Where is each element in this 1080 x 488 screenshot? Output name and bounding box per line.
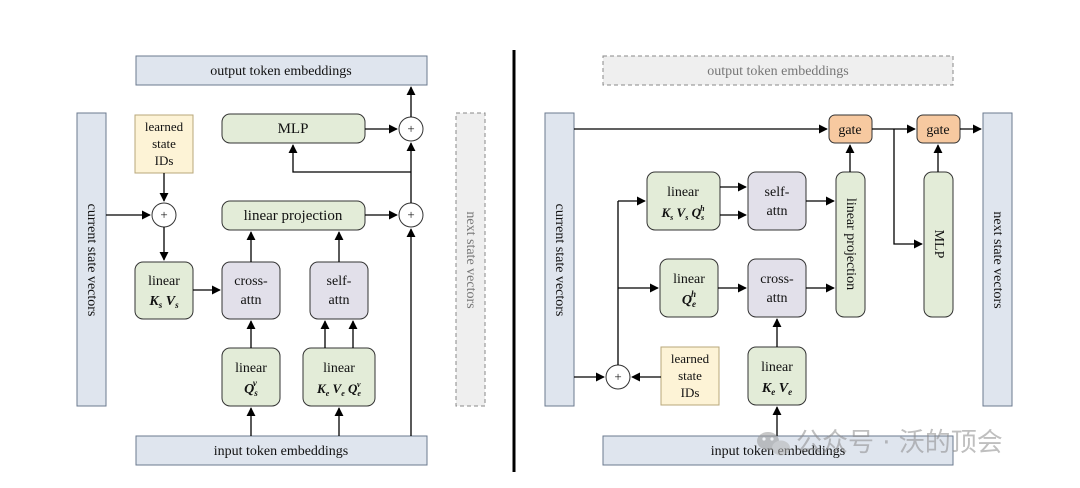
right-linear-qe-box [659, 258, 719, 318]
left-next-state-label: next state vectors [463, 211, 478, 308]
right-mlp-label: MLP [931, 230, 946, 259]
left-linear-ke-word: linear [323, 361, 355, 376]
left-linear-qs-box [221, 347, 281, 407]
right-cross-attn-line2: attn [767, 291, 788, 306]
left-linear-qs-word: linear [235, 361, 267, 376]
right-next-state-box [982, 112, 1013, 407]
left-self-attn-line1: self- [327, 274, 352, 289]
left-cross-attn-line2: attn [241, 293, 262, 308]
left-linear-ke-box [302, 347, 376, 407]
right-current-state-box [544, 112, 575, 407]
right-output-label: output token embeddings [707, 64, 849, 79]
left-cross-attn-box [221, 261, 281, 320]
left-cross-attn-line1: cross- [234, 274, 268, 289]
left-diagram: output token embeddings input token embe… [76, 55, 486, 466]
watermark-text: 公众号 · 沃的顶会 [796, 428, 1003, 458]
left-mlp-label: MLP [278, 121, 309, 137]
left-linear-ks-word: linear [148, 274, 180, 289]
right-output-box [602, 55, 954, 86]
right-next-state-label: next state vectors [990, 211, 1005, 308]
right-linear-top-box [646, 171, 721, 231]
wechat-icon [757, 432, 790, 456]
right-linear-top-formula: Ks Vs Qsh [660, 204, 705, 222]
right-learned-ids-line3: IDs [681, 385, 700, 400]
left-input-label: input token embeddings [214, 444, 349, 459]
watermark: 公众号 · 沃的顶会 [757, 428, 1003, 458]
left-self-attn-box [309, 261, 369, 320]
right-diagram: output token embeddings input token embe… [544, 55, 1013, 466]
left-linear-projection-label: linear projection [244, 208, 343, 224]
right-linear-ke-word: linear [761, 360, 793, 375]
left-output-box [135, 55, 428, 86]
left-learned-ids-line2: state [152, 136, 176, 151]
left-linear-qs-formula: Qsv [244, 378, 258, 398]
left-output-label: output token embeddings [210, 64, 352, 79]
right-self-attn-box [747, 171, 807, 231]
left-add-symbol-top: + [407, 121, 414, 136]
right-learned-ids-line1: learned [671, 351, 710, 366]
left-self-attn-line2: attn [329, 293, 350, 308]
right-linear-projection-label: linear projection [843, 198, 858, 290]
right-gate-1-label: gate [838, 123, 861, 138]
right-learned-ids-line2: state [678, 368, 702, 383]
right-gate-2-label: gate [926, 123, 949, 138]
left-next-state-box [455, 112, 486, 407]
left-linear-ks-box [134, 261, 194, 320]
left-linear-ke-formula: Ke Ve Qev [316, 380, 361, 398]
right-learned-ids-box [660, 346, 720, 406]
right-self-attn-line2: attn [767, 204, 788, 219]
right-arrows [574, 124, 982, 436]
right-self-attn-line1: self- [765, 185, 790, 200]
right-cross-attn-line1: cross- [760, 272, 794, 287]
right-cross-attn-box [747, 258, 807, 318]
left-linear-ks-formula: Ks Vs [148, 294, 179, 310]
left-learned-ids-line3: IDs [155, 153, 174, 168]
left-current-state-label: current state vectors [84, 204, 99, 317]
right-current-state-label: current state vectors [552, 204, 567, 317]
left-input-box [135, 435, 428, 466]
left-add-symbol-state: + [160, 207, 167, 222]
right-linear-qe-word: linear [673, 272, 705, 287]
left-learned-ids-line1: learned [145, 119, 184, 134]
left-arrows [106, 86, 416, 436]
right-linear-ke-box [747, 346, 807, 406]
right-add-symbol: + [614, 369, 621, 384]
left-add-symbol-mid: + [407, 207, 414, 222]
left-current-state-box [76, 112, 107, 407]
right-linear-qe-formula: Qeh [682, 289, 696, 309]
right-linear-ke-formula: Ke Ve [761, 381, 792, 397]
right-linear-top-word: linear [667, 185, 699, 200]
